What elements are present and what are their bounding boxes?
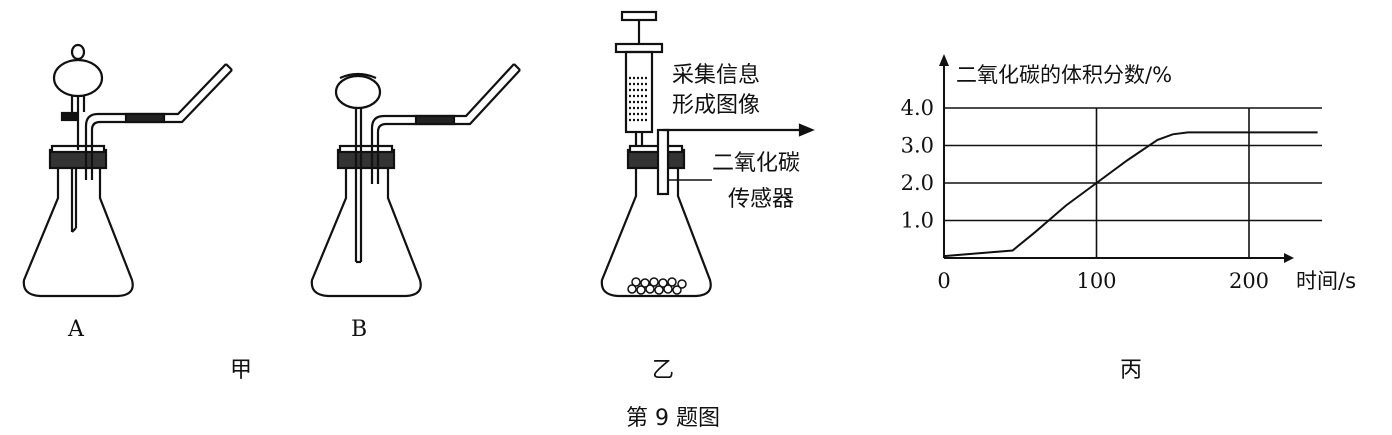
- label-info-line2: 形成图像: [672, 93, 760, 118]
- co2-volume-fraction-chart: 1.0 2.0 3.0 4.0 0 100 200 二氧化碳的体积分数/% 时间/s: [901, 54, 1356, 293]
- xtick-label-2: 200: [1229, 269, 1269, 293]
- xtick-label-1: 100: [1076, 269, 1116, 293]
- ytick-label-0: 1.0: [901, 209, 934, 233]
- apparatus-b: [310, 63, 521, 298]
- separatory-funnel-bulb: [52, 58, 104, 98]
- x-axis-arrow-icon: [1284, 253, 1294, 263]
- chart-xlabel: 时间/s: [1296, 269, 1356, 293]
- chart-tick-labels: 1.0 2.0 3.0 4.0 0 100 200: [901, 96, 1269, 293]
- label-apparatus-b: B: [351, 317, 367, 342]
- chart-grid: [944, 107, 1322, 258]
- y-axis-arrow-icon: [939, 54, 949, 66]
- panel-label-jia: 甲: [230, 358, 252, 383]
- apparatus-yi: [600, 10, 815, 298]
- co2-sensor-probe: [656, 128, 670, 196]
- figure-caption: 第 9 题图: [626, 406, 720, 431]
- rubber-connector-a: [124, 112, 166, 124]
- marble-chips: [627, 277, 687, 295]
- long-neck-funnel-bulb: [334, 74, 382, 110]
- label-info-line1: 采集信息: [672, 63, 760, 88]
- syringe-barrel: [624, 50, 654, 134]
- flask-b: [310, 168, 422, 298]
- panel-label-bing: 丙: [1120, 358, 1142, 383]
- label-sensor-line1: 二氧化碳: [712, 151, 800, 176]
- panel-label-yi: 乙: [652, 358, 674, 383]
- xtick-label-0: 0: [937, 269, 950, 293]
- chart-series-line: [943, 131, 1318, 258]
- flask-a: [22, 168, 134, 298]
- stopcock-icon: [60, 111, 78, 122]
- ytick-label-1: 2.0: [901, 171, 934, 195]
- arrow-right-icon: [798, 123, 815, 137]
- label-apparatus-a: A: [67, 317, 85, 342]
- apparatus-a: [22, 43, 233, 298]
- syringe-plunger-handle: [620, 10, 658, 22]
- chart-axes: [939, 54, 1294, 263]
- ytick-label-2: 3.0: [901, 134, 934, 158]
- flask-yi: [600, 168, 712, 298]
- label-sensor-line2: 传感器: [728, 187, 794, 212]
- chart-ylabel: 二氧化碳的体积分数/%: [956, 63, 1172, 87]
- ytick-label-3: 4.0: [901, 96, 934, 120]
- rubber-connector-b: [414, 114, 456, 126]
